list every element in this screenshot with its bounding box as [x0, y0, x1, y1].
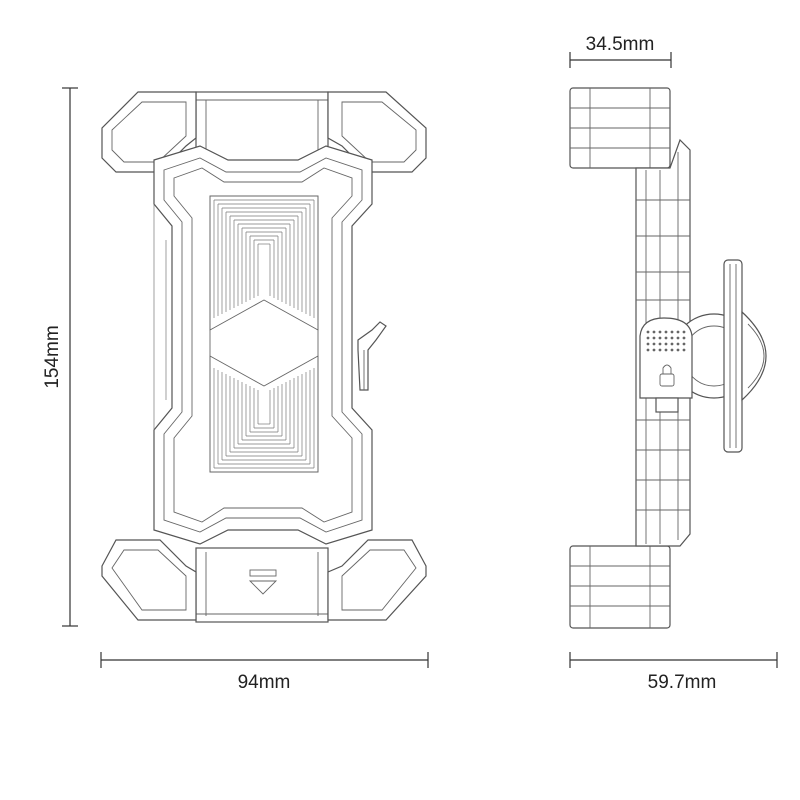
- height-label: 154mm: [42, 325, 63, 388]
- lock-icon: [659, 373, 675, 387]
- clamp-depth-dimension: 34.5mm: [569, 34, 672, 68]
- side-view: [569, 87, 767, 629]
- top-clamp-jaw: [101, 91, 427, 173]
- lock-button: [639, 317, 693, 413]
- arrow-down-icon: [248, 580, 278, 595]
- hatched-grip-pad: [209, 195, 319, 473]
- depth-label: 59.7mm: [648, 672, 717, 693]
- side-top-clamp: [569, 87, 671, 169]
- depth-dimension: 59.7mm: [569, 652, 778, 693]
- ball-mount: [671, 259, 767, 453]
- width-label: 94mm: [238, 672, 291, 693]
- height-dimension: 154mm: [42, 87, 78, 627]
- bottom-clamp-jaw: [101, 539, 427, 623]
- width-dimension: 94mm: [100, 652, 429, 693]
- clamp-depth-label: 34.5mm: [586, 34, 655, 55]
- cradle-body: [153, 145, 373, 545]
- side-bottom-clamp: [569, 545, 671, 629]
- front-view: [101, 91, 427, 623]
- side-release-lever: [357, 321, 387, 391]
